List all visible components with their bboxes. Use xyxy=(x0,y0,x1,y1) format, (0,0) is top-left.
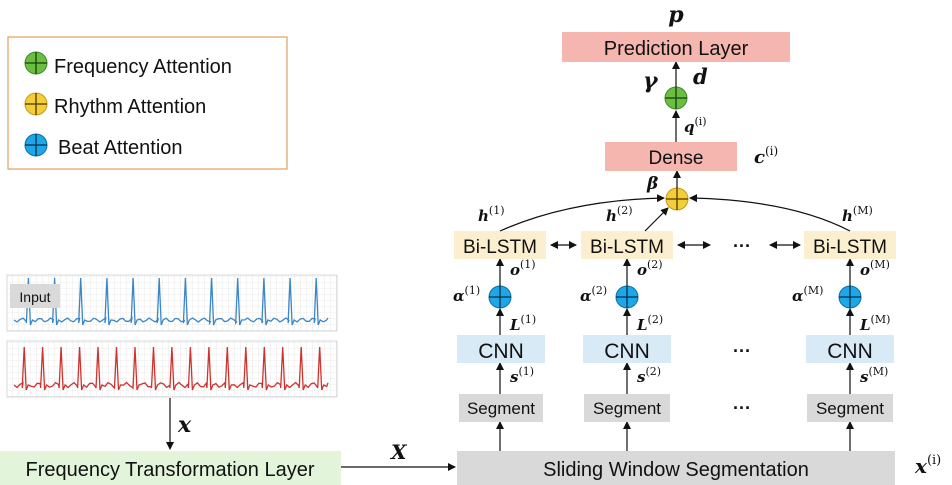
ellipsis-lstm: ··· xyxy=(733,236,751,256)
symbol-x-small: x xyxy=(177,412,192,438)
ecg-signal-blue: Input xyxy=(6,274,338,332)
rhythm-attention-icon xyxy=(24,92,48,116)
red-ecg-trace xyxy=(13,346,329,391)
legend-frame xyxy=(7,36,288,170)
symbol-s: s(M) xyxy=(860,365,888,386)
symbol-h: h(M) xyxy=(842,204,873,225)
symbol-L: L(M) xyxy=(859,313,890,334)
rhythm-attention-icon xyxy=(665,187,689,211)
symbol-s: s(1) xyxy=(510,365,534,386)
input-tag xyxy=(10,284,60,308)
sliding-window-label: Sliding Window Segmentation xyxy=(543,459,809,481)
beat-attention-icon xyxy=(24,133,48,157)
column-1: Segment s(1) CNN L(1) α(1) o(1) Bi-LSTM … xyxy=(453,204,546,451)
blue-ecg-trace xyxy=(13,277,329,326)
symbol-o: o(M) xyxy=(860,258,890,279)
bilstm-label: Bi-LSTM xyxy=(590,237,664,258)
frequency-transformation-layer xyxy=(0,451,341,485)
symbol-s: s(2) xyxy=(637,365,661,386)
dense-label: Dense xyxy=(649,148,704,169)
legend: Frequency Attention Rhythm Attention Bea… xyxy=(7,36,288,170)
bilstm-label: Bi-LSTM xyxy=(813,237,887,258)
symbol-L: L(2) xyxy=(636,313,663,334)
segment-label: Segment xyxy=(467,399,535,418)
frequency-attention-icon xyxy=(24,51,48,75)
bilstm-block xyxy=(454,231,546,259)
symbol-alpha: α(2) xyxy=(580,284,607,305)
column-2: Segment s(2) CNN L(2) α(2) o(2) Bi-LSTM … xyxy=(580,204,673,451)
arrow-lstm1-to-rhythm xyxy=(499,194,665,232)
legend-item-rhythm: Rhythm Attention xyxy=(24,92,206,118)
arrow-lstmM-to-rhythm xyxy=(689,194,851,232)
cnn-block xyxy=(457,335,545,363)
segment-block xyxy=(807,394,893,422)
beat-attention-icon xyxy=(838,285,862,309)
legend-label-frequency: Frequency Attention xyxy=(54,56,232,78)
sliding-window-segmentation xyxy=(457,451,895,485)
column-M: Segment s(M) CNN L(M) α(M) o(M) Bi-LSTM … xyxy=(792,204,896,451)
symbol-o: o(1) xyxy=(510,258,536,279)
segment-block xyxy=(459,394,543,422)
symbol-q: q(i) xyxy=(684,115,707,136)
ellipsis-cnn: ··· xyxy=(733,341,751,361)
arrow-lstm2-to-rhythm xyxy=(644,207,669,232)
legend-item-beat: Beat Attention xyxy=(24,133,183,159)
cnn-block xyxy=(806,335,894,363)
symbol-gamma: γ xyxy=(643,68,659,94)
symbol-beta: β xyxy=(646,174,658,194)
symbol-h: h(1) xyxy=(478,204,505,225)
legend-item-frequency: Frequency Attention xyxy=(24,51,232,78)
beat-attention-icon xyxy=(615,285,639,309)
symbol-o: o(2) xyxy=(637,258,663,279)
symbol-alpha: α(M) xyxy=(792,284,823,305)
symbol-h: h(2) xyxy=(606,204,633,225)
cnn-label: CNN xyxy=(604,340,650,363)
frequency-attention-icon xyxy=(664,86,688,110)
symbol-c: c(i) xyxy=(754,144,778,168)
symbol-p: p xyxy=(668,2,684,28)
beat-attention-icon xyxy=(488,285,512,309)
dense-block xyxy=(605,142,737,171)
symbol-X-big: X xyxy=(389,440,408,464)
segment-label: Segment xyxy=(593,399,661,418)
symbol-alpha: α(1) xyxy=(453,284,480,305)
symbol-d: d xyxy=(693,64,708,89)
legend-label-rhythm: Rhythm Attention xyxy=(54,96,206,118)
prediction-layer-label: Prediction Layer xyxy=(604,38,749,60)
frequency-layer-label: Frequency Transformation Layer xyxy=(25,459,314,481)
ellipsis-segment: ··· xyxy=(733,398,751,418)
segment-block xyxy=(584,394,670,422)
bilstm-block xyxy=(804,231,896,259)
legend-label-beat: Beat Attention xyxy=(58,137,183,159)
prediction-layer xyxy=(562,32,790,62)
bilstm-label: Bi-LSTM xyxy=(463,237,537,258)
cnn-block xyxy=(583,335,671,363)
symbol-x-i: x(i) xyxy=(914,453,941,478)
cnn-label: CNN xyxy=(478,340,524,363)
cnn-label: CNN xyxy=(827,340,873,363)
input-label: Input xyxy=(19,289,50,305)
segment-label: Segment xyxy=(816,399,884,418)
bilstm-block xyxy=(581,231,673,259)
ecg-signal-red xyxy=(6,340,338,398)
symbol-L: L(1) xyxy=(509,313,536,334)
